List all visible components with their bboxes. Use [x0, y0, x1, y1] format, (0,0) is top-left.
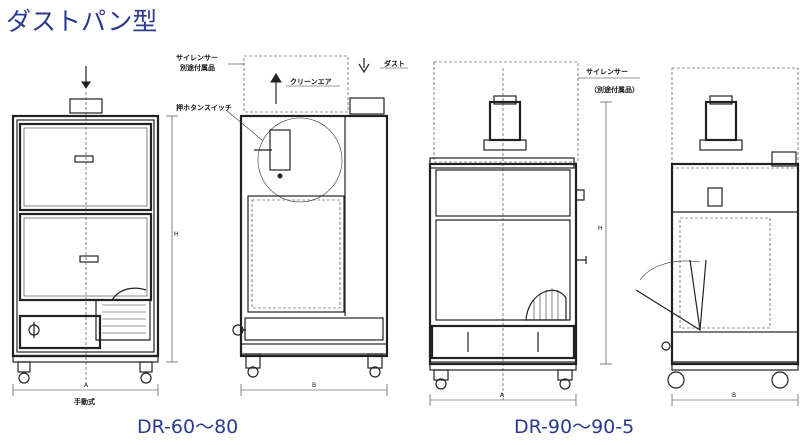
- drawing-dr60-front: H A 手動式: [11, 66, 179, 406]
- dim-h2-label: H: [598, 225, 603, 232]
- push-button-switch-label: 押ホタンスイッチ: [176, 103, 232, 112]
- page-title: ダストパン型: [6, 7, 158, 36]
- drawing-dr90-side: B: [635, 67, 800, 406]
- clean-air-label: クリーンエア: [290, 77, 332, 86]
- dim-b2-label: B: [732, 392, 736, 399]
- silencer-label-2: 別途付属品: [179, 63, 215, 72]
- model-label-right: DR-90〜90-5: [514, 416, 635, 438]
- dust-label: ダスト: [384, 59, 405, 68]
- dim-b-label: B: [312, 382, 316, 389]
- dim-a-label: A: [84, 382, 89, 389]
- silencer-label-1: サイレンサー: [176, 54, 218, 62]
- drawing-dr60-side: サイレンサー 別途付属品 クリーンエア ダスト 押ホタンスイッチ: [176, 54, 408, 396]
- drawing-dr90-front: サイレンサー （別途付属品） H: [428, 61, 640, 406]
- dim-a2-label: A: [500, 392, 505, 399]
- manual-type-label: 手動式: [74, 397, 95, 406]
- model-label-left: DR-60〜80: [137, 416, 239, 438]
- dim-h-label: H: [174, 231, 179, 238]
- silencer-r-label-1: サイレンサー: [586, 68, 628, 76]
- silencer-r-label-2: （別途付属品）: [590, 85, 639, 94]
